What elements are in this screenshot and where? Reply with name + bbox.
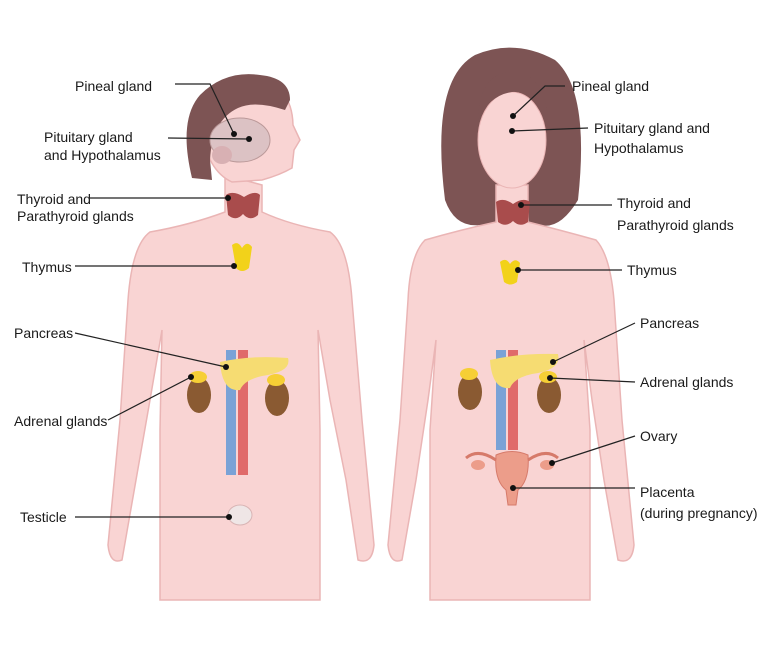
leader-female-pineal bbox=[512, 85, 565, 117]
male-pancreas bbox=[220, 357, 289, 391]
leader-female-adrenal bbox=[549, 377, 636, 383]
female-vein bbox=[496, 350, 506, 450]
male-figure bbox=[107, 74, 375, 601]
leader-male-adrenal bbox=[107, 376, 192, 421]
label-male-pancreas: Pancreas bbox=[14, 325, 74, 341]
female-adrenal-left bbox=[460, 368, 478, 380]
male-artery bbox=[238, 350, 248, 475]
male-kidney-left bbox=[187, 377, 211, 413]
label-male-thyroid-1: Thyroid and bbox=[17, 191, 91, 207]
male-vein bbox=[226, 350, 236, 475]
female-hair-front bbox=[478, 71, 548, 120]
male-cerebellum bbox=[212, 146, 232, 164]
label-female-placenta-2: (during pregnancy) bbox=[640, 505, 758, 521]
label-female-thymus: Thymus bbox=[627, 262, 677, 278]
leader-male-pancreas bbox=[74, 332, 227, 368]
male-thymus bbox=[232, 243, 252, 271]
female-uterus bbox=[495, 451, 529, 506]
label-female-thyroid-2: Parathyroid glands bbox=[617, 217, 734, 233]
leader-dots bbox=[188, 113, 556, 520]
male-testicle bbox=[227, 504, 253, 526]
male-kidney-right bbox=[265, 380, 289, 416]
female-figure bbox=[387, 47, 635, 601]
male-adrenal-right bbox=[267, 374, 285, 386]
label-female-placenta-1: Placenta bbox=[640, 484, 695, 500]
female-face bbox=[477, 91, 547, 189]
female-kidney-right bbox=[537, 377, 561, 413]
leader-male-pituitary bbox=[167, 137, 250, 140]
male-thyroid bbox=[226, 192, 260, 219]
label-male-thyroid-2: Parathyroid glands bbox=[17, 208, 134, 224]
leader-female-pituitary bbox=[511, 127, 589, 132]
label-male-pituitary-1: Pituitary gland bbox=[44, 129, 133, 145]
female-ovary-left bbox=[471, 460, 485, 470]
female-artery bbox=[508, 350, 518, 450]
female-pancreas bbox=[490, 353, 559, 389]
label-female-pituitary-1: Pituitary gland and bbox=[594, 120, 710, 136]
label-female-adrenal: Adrenal glands bbox=[640, 374, 734, 390]
label-male-testicle: Testicle bbox=[20, 509, 67, 525]
label-female-thyroid-1: Thyroid and bbox=[617, 195, 691, 211]
label-male-pituitary-2: and Hypothalamus bbox=[44, 147, 161, 163]
label-male-thymus: Thymus bbox=[22, 259, 72, 275]
male-hair bbox=[186, 74, 290, 180]
label-female-pineal: Pineal gland bbox=[572, 78, 650, 94]
leader-female-ovary bbox=[551, 435, 636, 464]
female-fallopian-tubes bbox=[465, 452, 559, 462]
label-female-ovary: Ovary bbox=[640, 428, 678, 444]
female-thymus bbox=[500, 259, 520, 285]
leader-lines bbox=[74, 83, 636, 518]
label-male-pineal: Pineal gland bbox=[75, 78, 153, 94]
label-male-adrenal: Adrenal glands bbox=[14, 413, 108, 429]
label-female-pituitary-2: Hypothalamus bbox=[594, 140, 684, 156]
leader-male-pineal bbox=[175, 83, 235, 135]
leader-female-pancreas bbox=[552, 322, 636, 363]
male-adrenal-left bbox=[189, 371, 207, 383]
label-female-pancreas: Pancreas bbox=[640, 315, 700, 331]
female-kidney-left bbox=[458, 374, 482, 410]
